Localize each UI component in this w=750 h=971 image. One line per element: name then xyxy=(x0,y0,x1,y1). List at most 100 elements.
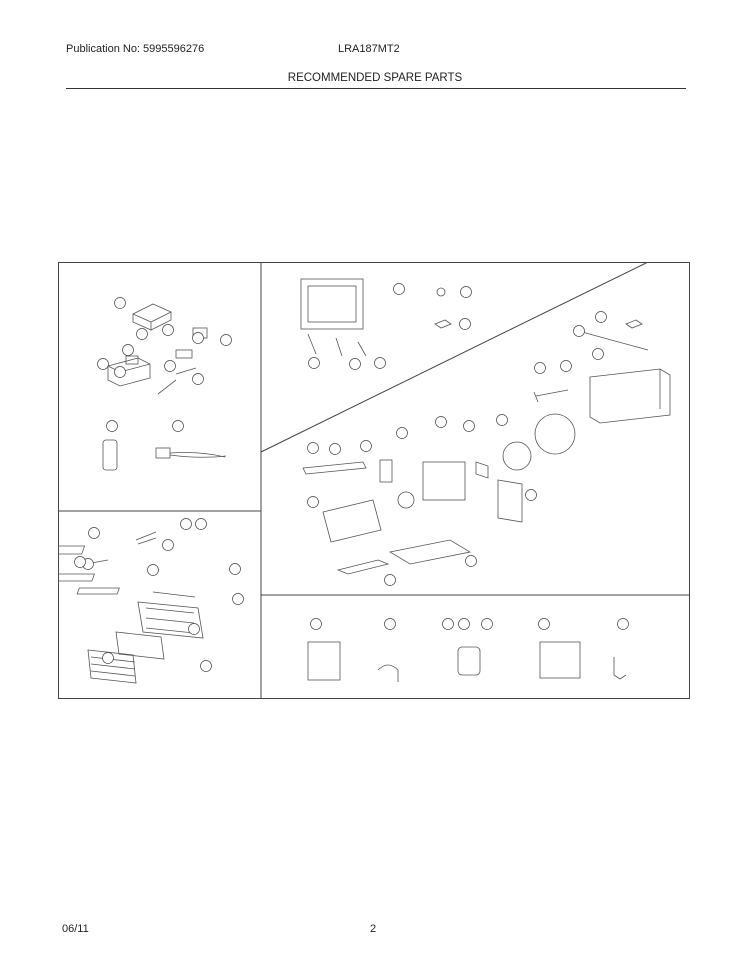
callout-circle xyxy=(114,366,126,378)
clip-part xyxy=(434,319,452,329)
power-cord-part xyxy=(169,452,227,458)
display-board-part xyxy=(58,545,86,555)
callout-circle xyxy=(308,357,320,369)
callout-circle xyxy=(393,283,405,295)
callout-circle xyxy=(136,328,148,340)
evaporator-shroud-part xyxy=(497,479,523,523)
panel-coils xyxy=(307,641,627,682)
compressor-part xyxy=(457,646,481,676)
callout-circle xyxy=(573,325,585,337)
callout-circle xyxy=(396,427,408,439)
blower-housing-part xyxy=(422,461,466,501)
filter-part xyxy=(115,631,165,660)
condenser-shroud-part xyxy=(534,413,576,455)
callout-circle xyxy=(465,555,477,567)
callout-circle xyxy=(97,358,109,370)
callout-circle xyxy=(592,348,604,360)
louver-strip-part-2 xyxy=(76,587,120,595)
callout-circle xyxy=(164,360,176,372)
panel-controls xyxy=(102,303,227,471)
callout-circle xyxy=(458,618,470,630)
valve-part xyxy=(613,657,627,680)
wire-part xyxy=(175,367,197,375)
callout-circle xyxy=(229,563,241,575)
fan-blade-part xyxy=(502,441,532,471)
callout-circle xyxy=(534,362,546,374)
callout-circle xyxy=(180,518,192,530)
motor-part xyxy=(475,461,489,479)
side-curtain-part xyxy=(300,278,364,330)
evaporator-coil-part xyxy=(307,641,341,681)
callout-circle xyxy=(88,527,100,539)
callout-circle xyxy=(496,414,508,426)
blower-wheel-part xyxy=(397,491,415,509)
page-number: 2 xyxy=(370,923,377,935)
wire-part-2 xyxy=(157,379,177,395)
callout-circle xyxy=(374,357,386,369)
side-curtain-inner xyxy=(307,285,357,323)
knob-part xyxy=(135,531,157,545)
panel-chassis xyxy=(300,278,671,575)
callout-circle xyxy=(195,518,207,530)
callout-circle xyxy=(122,344,134,356)
callout-circle xyxy=(192,332,204,344)
callout-circle xyxy=(106,420,118,432)
callout-circle xyxy=(147,564,159,576)
louver-rod-part xyxy=(152,591,196,598)
louver-strip-part xyxy=(58,573,95,582)
callout-circle xyxy=(384,618,396,630)
condenser-coil-part xyxy=(539,641,581,679)
callout-circle xyxy=(560,360,572,372)
callout-circle xyxy=(595,311,607,323)
callout-circle xyxy=(617,618,629,630)
cabinet-part xyxy=(589,368,671,424)
callout-circle xyxy=(329,443,341,455)
callout-circle xyxy=(192,373,204,385)
callout-circle xyxy=(525,489,537,501)
callout-circle xyxy=(349,358,361,370)
drain-part xyxy=(336,559,390,575)
footer-date: 06/11 xyxy=(62,923,89,935)
callout-circle xyxy=(102,652,114,664)
callout-circle xyxy=(460,286,472,298)
callout-circle xyxy=(114,297,126,309)
callout-circle xyxy=(307,496,319,508)
callout-circle xyxy=(232,593,244,605)
page-title: RECOMMENDED SPARE PARTS xyxy=(287,72,463,84)
publication-number: Publication No: 5995596276 xyxy=(66,43,205,55)
bracket-part xyxy=(625,319,643,329)
callout-circle xyxy=(162,539,174,551)
model-number: LRA187MT2 xyxy=(338,43,400,55)
panel-divider-diagonal xyxy=(260,262,649,453)
front-panel-part xyxy=(137,601,204,639)
callout-circle xyxy=(200,660,212,672)
base-pan-part xyxy=(388,539,472,565)
callout-circle xyxy=(310,618,322,630)
callout-circle xyxy=(463,420,475,432)
tube-part xyxy=(377,664,399,682)
remote-control-part xyxy=(102,439,118,471)
callout-circle xyxy=(74,556,86,568)
callout-circle xyxy=(435,416,447,428)
diagram-frame xyxy=(58,262,690,699)
callout-circle xyxy=(384,574,396,586)
callout-circle xyxy=(360,440,372,452)
top-cover-part xyxy=(302,461,367,475)
plug-part xyxy=(155,447,171,459)
control-box-part xyxy=(132,303,172,331)
callout-circle xyxy=(172,420,184,432)
rail-part xyxy=(581,331,649,351)
switch-part xyxy=(125,355,139,365)
capacitor-part xyxy=(379,459,393,483)
knob-part-3 xyxy=(436,287,446,297)
panel-grille xyxy=(58,531,204,684)
callout-circle xyxy=(538,618,550,630)
callout-circle xyxy=(220,334,232,346)
spare-parts-diagram xyxy=(58,262,690,699)
callout-circle xyxy=(459,318,471,330)
panel-strip-part xyxy=(533,389,569,403)
callout-circle xyxy=(188,623,200,635)
control-module-part xyxy=(175,349,193,359)
callout-circle xyxy=(162,324,174,336)
header-rule xyxy=(66,88,686,89)
